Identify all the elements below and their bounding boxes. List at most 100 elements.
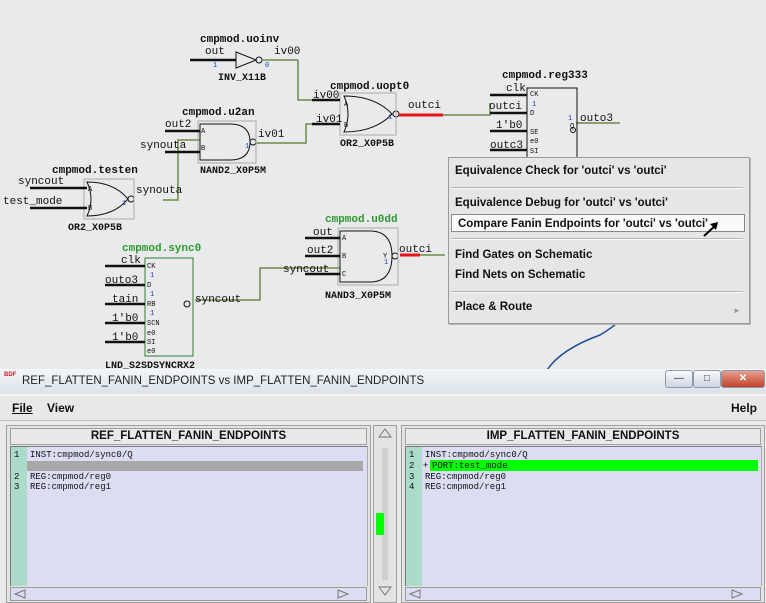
pin-value: 0 — [265, 62, 269, 70]
net-label-synouta: synouta — [136, 185, 183, 197]
close-button[interactable]: ✕ — [721, 370, 765, 388]
cell-label-sync: LND_S2SDSYNCRX2 — [105, 361, 195, 370]
pin-label: e0 — [147, 330, 155, 338]
pin-value: 1 — [388, 114, 392, 122]
pin-value: 1 — [150, 310, 154, 318]
scroll-right-icon[interactable] — [730, 589, 744, 599]
ref-horizontal-scrollbar[interactable] — [10, 587, 367, 601]
imp-endpoint-row-added[interactable]: PORT:test_mode — [432, 461, 508, 471]
submenu-arrow-icon: ► — [733, 306, 741, 315]
instance-label-u0dd: cmpmod.u0dd — [325, 214, 398, 226]
diff-overview-bar[interactable] — [373, 425, 397, 603]
pin-label: C — [342, 271, 346, 279]
pin-value: 1 — [384, 259, 388, 267]
scroll-left-icon[interactable] — [13, 589, 27, 599]
cell-label-or2a: OR2_X0P5B — [340, 139, 394, 150]
scroll-right-icon[interactable] — [336, 589, 350, 599]
diff-overview-track — [382, 448, 388, 580]
ref-list[interactable]: INST:cmpmod/sync0/Q REG:cmpmod/reg0 REG:… — [27, 446, 368, 586]
menu-view[interactable]: View — [47, 401, 75, 415]
imp-line-number: 1 — [409, 450, 415, 460]
diff-added-mark: + — [423, 461, 429, 471]
net-label-iv00: iv00 — [313, 90, 339, 102]
window-titlebar[interactable]: BDF REF_FLATTEN_FANIN_ENDPOINTS vs IMP_F… — [0, 369, 766, 393]
maximize-button[interactable]: □ — [693, 370, 721, 388]
window-title: REF_FLATTEN_FANIN_ENDPOINTS vs IMP_FLATT… — [22, 375, 425, 387]
mouse-cursor-icon — [703, 222, 718, 237]
ref-gap-row — [27, 461, 363, 471]
net-label-1b0: 1'b0 — [112, 332, 138, 344]
scroll-left-icon[interactable] — [408, 589, 422, 599]
ref-endpoint-row[interactable]: REG:cmpmod/reg0 — [30, 472, 112, 482]
pin-value: 1 — [150, 291, 154, 299]
pin-label: e0 — [530, 138, 538, 146]
ref-endpoint-row[interactable]: REG:cmpmod/reg1 — [30, 482, 112, 492]
net-label-outci: outci — [399, 244, 432, 256]
net-label-clk: clk — [506, 83, 526, 95]
net-label-syncout: syncout — [195, 294, 241, 306]
net-label-out: out — [313, 227, 333, 239]
instance-label-sync0: cmpmod.sync0 — [122, 243, 201, 255]
ref-line-number: 2 — [14, 472, 20, 482]
menu-item-place-route[interactable]: Place & Route — [455, 301, 533, 313]
pin-value: 1 — [213, 62, 217, 70]
instance-label-reg333: cmpmod.reg333 — [502, 70, 588, 82]
cell-label-or2b: OR2_X0P5B — [68, 223, 122, 234]
pin-value: 1 — [568, 115, 572, 123]
pin-label: Q — [570, 123, 574, 131]
menu-item-equivalence-check[interactable]: Equivalence Check for 'outci' vs 'outci' — [455, 165, 667, 177]
pin-label: SI — [530, 148, 538, 156]
imp-line-gutter: 1 2 3 4 — [405, 446, 422, 586]
net-label-outo3: outo3 — [580, 113, 613, 125]
imp-horizontal-scrollbar[interactable] — [405, 587, 761, 601]
pin-label: SI — [147, 339, 155, 347]
net-label-syncout: syncout — [18, 176, 64, 188]
pin-value: 1 — [150, 272, 154, 280]
imp-added-row-highlight — [430, 460, 758, 471]
compare-window: BDF REF_FLATTEN_FANIN_ENDPOINTS vs IMP_F… — [0, 369, 766, 603]
menu-separator — [451, 238, 743, 240]
instance-label-testen: cmpmod.testen — [52, 165, 138, 177]
imp-endpoint-row[interactable]: INST:cmpmod/sync0/Q — [425, 450, 528, 460]
imp-list[interactable]: INST:cmpmod/sync0/Q + PORT:test_mode REG… — [422, 446, 762, 586]
pin-value: 1 — [532, 101, 536, 109]
menu-separator — [451, 187, 743, 189]
net-label-outo3: outo3 — [105, 275, 138, 287]
pin-label: B — [344, 122, 348, 130]
minimize-button[interactable]: — — [665, 370, 693, 388]
scroll-down-icon[interactable] — [378, 586, 392, 596]
net-label-1b0: 1'b0 — [112, 313, 138, 325]
net-label-test-mode: test_mode — [3, 196, 62, 208]
net-label-synouta: synouta — [140, 140, 187, 152]
pin-label: B — [201, 145, 205, 153]
ref-line-number: 3 — [14, 482, 20, 492]
diff-marker[interactable] — [376, 513, 384, 535]
ref-line-number: 1 — [14, 450, 20, 460]
ref-endpoint-row[interactable]: INST:cmpmod/sync0/Q — [30, 450, 133, 460]
menu-help[interactable]: Help — [731, 401, 758, 415]
menu-item-compare-fanin-endpoints[interactable]: Compare Fanin Endpoints for 'outci' vs '… — [451, 214, 745, 232]
pin-label: RB — [147, 301, 155, 309]
net-label-1b0: 1'b0 — [496, 120, 522, 132]
pin-label: B — [88, 205, 92, 213]
pin-label: D — [147, 282, 151, 290]
ref-line-gutter: 1 2 3 — [10, 446, 27, 586]
imp-endpoint-row[interactable]: REG:cmpmod/reg0 — [425, 472, 507, 482]
menu-file[interactable]: File — [12, 401, 33, 415]
app-icon: BDF — [4, 372, 17, 378]
menu-item-equivalence-debug[interactable]: Equivalence Debug for 'outci' vs 'outci' — [455, 197, 668, 209]
net-label-outci: outci — [489, 101, 522, 113]
menu-bar: File View Help — [0, 395, 766, 421]
schematic-canvas[interactable]: cmpmod.uoinv cmpmod.uopt0 cmpmod.reg333 … — [0, 0, 766, 370]
net-label-out: out — [205, 46, 225, 58]
pin-label: SE — [530, 129, 538, 137]
net-label-outci: outci — [408, 100, 441, 112]
imp-endpoint-row[interactable]: REG:cmpmod/reg1 — [425, 482, 507, 492]
net-label-out2: out2 — [165, 119, 191, 131]
menu-item-find-nets[interactable]: Find Nets on Schematic — [455, 269, 586, 281]
pin-value: 1 — [122, 200, 126, 208]
net-label-clk: clk — [121, 255, 141, 267]
menu-item-find-gates[interactable]: Find Gates on Schematic — [455, 249, 593, 261]
scroll-up-icon[interactable] — [378, 428, 392, 438]
imp-line-number: 3 — [409, 472, 415, 482]
